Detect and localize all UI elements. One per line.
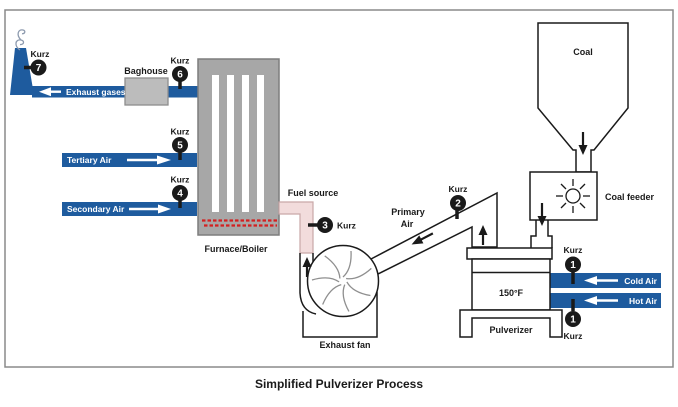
smoke-icon	[15, 29, 26, 51]
flow-arrows	[302, 132, 588, 277]
kurz-number: 7	[36, 63, 42, 74]
furnace-flames-icon	[202, 219, 277, 227]
coal-feeder-label: Coal feeder	[605, 192, 655, 202]
kurz-marker-5: 5 Kurz	[171, 127, 190, 160]
boiler-tube	[257, 75, 264, 212]
kurz-marker-1-bottom: 1 Kurz	[564, 299, 583, 341]
kurz-label: Kurz	[449, 184, 468, 194]
primary-air-up-arrow	[478, 225, 488, 245]
kurz-label: Kurz	[171, 56, 190, 66]
kurz-point-icon	[172, 66, 188, 82]
exhaust-fan	[302, 244, 380, 338]
kurz-marker-6: 6 Kurz	[171, 56, 190, 89]
pulverizer-stand	[459, 309, 563, 338]
furnace-boiler-label: Furnace/Boiler	[204, 244, 268, 254]
fan-base	[302, 292, 378, 338]
boiler-tube	[212, 75, 219, 212]
fan-blades-icon	[311, 250, 372, 312]
hot-air-arrow	[584, 296, 618, 305]
kurz-point-icon	[565, 256, 581, 273]
primary-air-label-line2: Air	[401, 219, 414, 229]
kurz-label: Kurz	[171, 127, 190, 137]
kurz-point-icon	[565, 311, 581, 327]
kurz-number: 2	[455, 199, 461, 210]
baghouse-label: Baghouse	[124, 66, 168, 76]
kurz-number: 1	[570, 315, 576, 326]
exhaust-fan-label: Exhaust fan	[319, 340, 370, 350]
furnace-boiler	[197, 58, 280, 236]
kurz-number: 1	[570, 260, 576, 271]
kurz-label: Kurz	[564, 245, 583, 255]
kurz-point-icon	[172, 137, 188, 153]
kurz-marker-3: 3 Kurz	[308, 217, 356, 233]
kurz-point-icon	[172, 185, 188, 201]
stack-chimney	[10, 29, 34, 95]
kurz-point-icon	[317, 217, 333, 233]
boiler-tube	[242, 75, 249, 212]
fuel-source-label: Fuel source	[288, 188, 339, 198]
feeder-rotor-icon	[556, 179, 590, 213]
kurz-number: 6	[177, 70, 183, 81]
kurz-number: 3	[322, 221, 328, 232]
baghouse-box	[124, 77, 169, 106]
kurz-point-icon	[450, 195, 466, 211]
furnace-box	[197, 58, 280, 236]
boiler-tube	[227, 75, 234, 212]
kurz-marker-2: 2 Kurz	[449, 184, 468, 219]
kurz-point-icon	[30, 59, 47, 76]
fan-housing	[306, 244, 380, 318]
kurz-marker-7: 7 Kurz	[24, 49, 49, 76]
pulverizer-temp-label: 150°F	[499, 288, 524, 298]
primary-air-label-line1: Primary	[391, 207, 425, 217]
kurz-number: 5	[177, 141, 183, 152]
secondary-air-label: Secondary Air	[67, 204, 125, 214]
secondary-air-arrow	[129, 204, 171, 214]
kurz-label: Kurz	[337, 221, 356, 231]
cold-air-label: Cold Air	[624, 276, 657, 286]
hot-air-label: Hot Air	[629, 296, 658, 306]
kurz-label: Kurz	[31, 49, 50, 59]
kurz-number: 4	[177, 189, 183, 200]
hopper-outlet-arrow	[578, 132, 588, 155]
kurz-label: Kurz	[564, 331, 583, 341]
feeder-outlet-pipe	[530, 220, 553, 248]
fan-inlet-casing	[299, 253, 317, 315]
exhaust-gases-duct	[32, 86, 198, 98]
pulverizer-top-band	[466, 247, 553, 260]
coal-label: Coal	[573, 47, 593, 57]
tertiary-air-label: Tertiary Air	[67, 155, 112, 165]
pulverizer-box	[471, 258, 551, 311]
diagram-title: Simplified Pulverizer Process	[255, 377, 423, 391]
exhaust-gases-arrow	[39, 87, 61, 97]
kurz-marker-1-top: 1 Kurz	[564, 245, 583, 284]
duct-labels: Exhaust gases Tertiary Air Secondary Air…	[39, 87, 658, 306]
pulverizer	[459, 247, 563, 338]
primary-air-duct-arrow	[411, 232, 434, 245]
exhaust-gases-label: Exhaust gases	[66, 87, 126, 97]
pulverizer-label: Pulverizer	[489, 325, 533, 335]
tertiary-air-arrow	[127, 155, 171, 165]
fuel-flow-up-arrow	[302, 257, 312, 277]
feeder-outlet-arrow	[537, 203, 547, 226]
kurz-label: Kurz	[171, 175, 190, 185]
cold-air-arrow	[584, 276, 618, 285]
kurz-marker-4: 4 Kurz	[171, 175, 190, 208]
